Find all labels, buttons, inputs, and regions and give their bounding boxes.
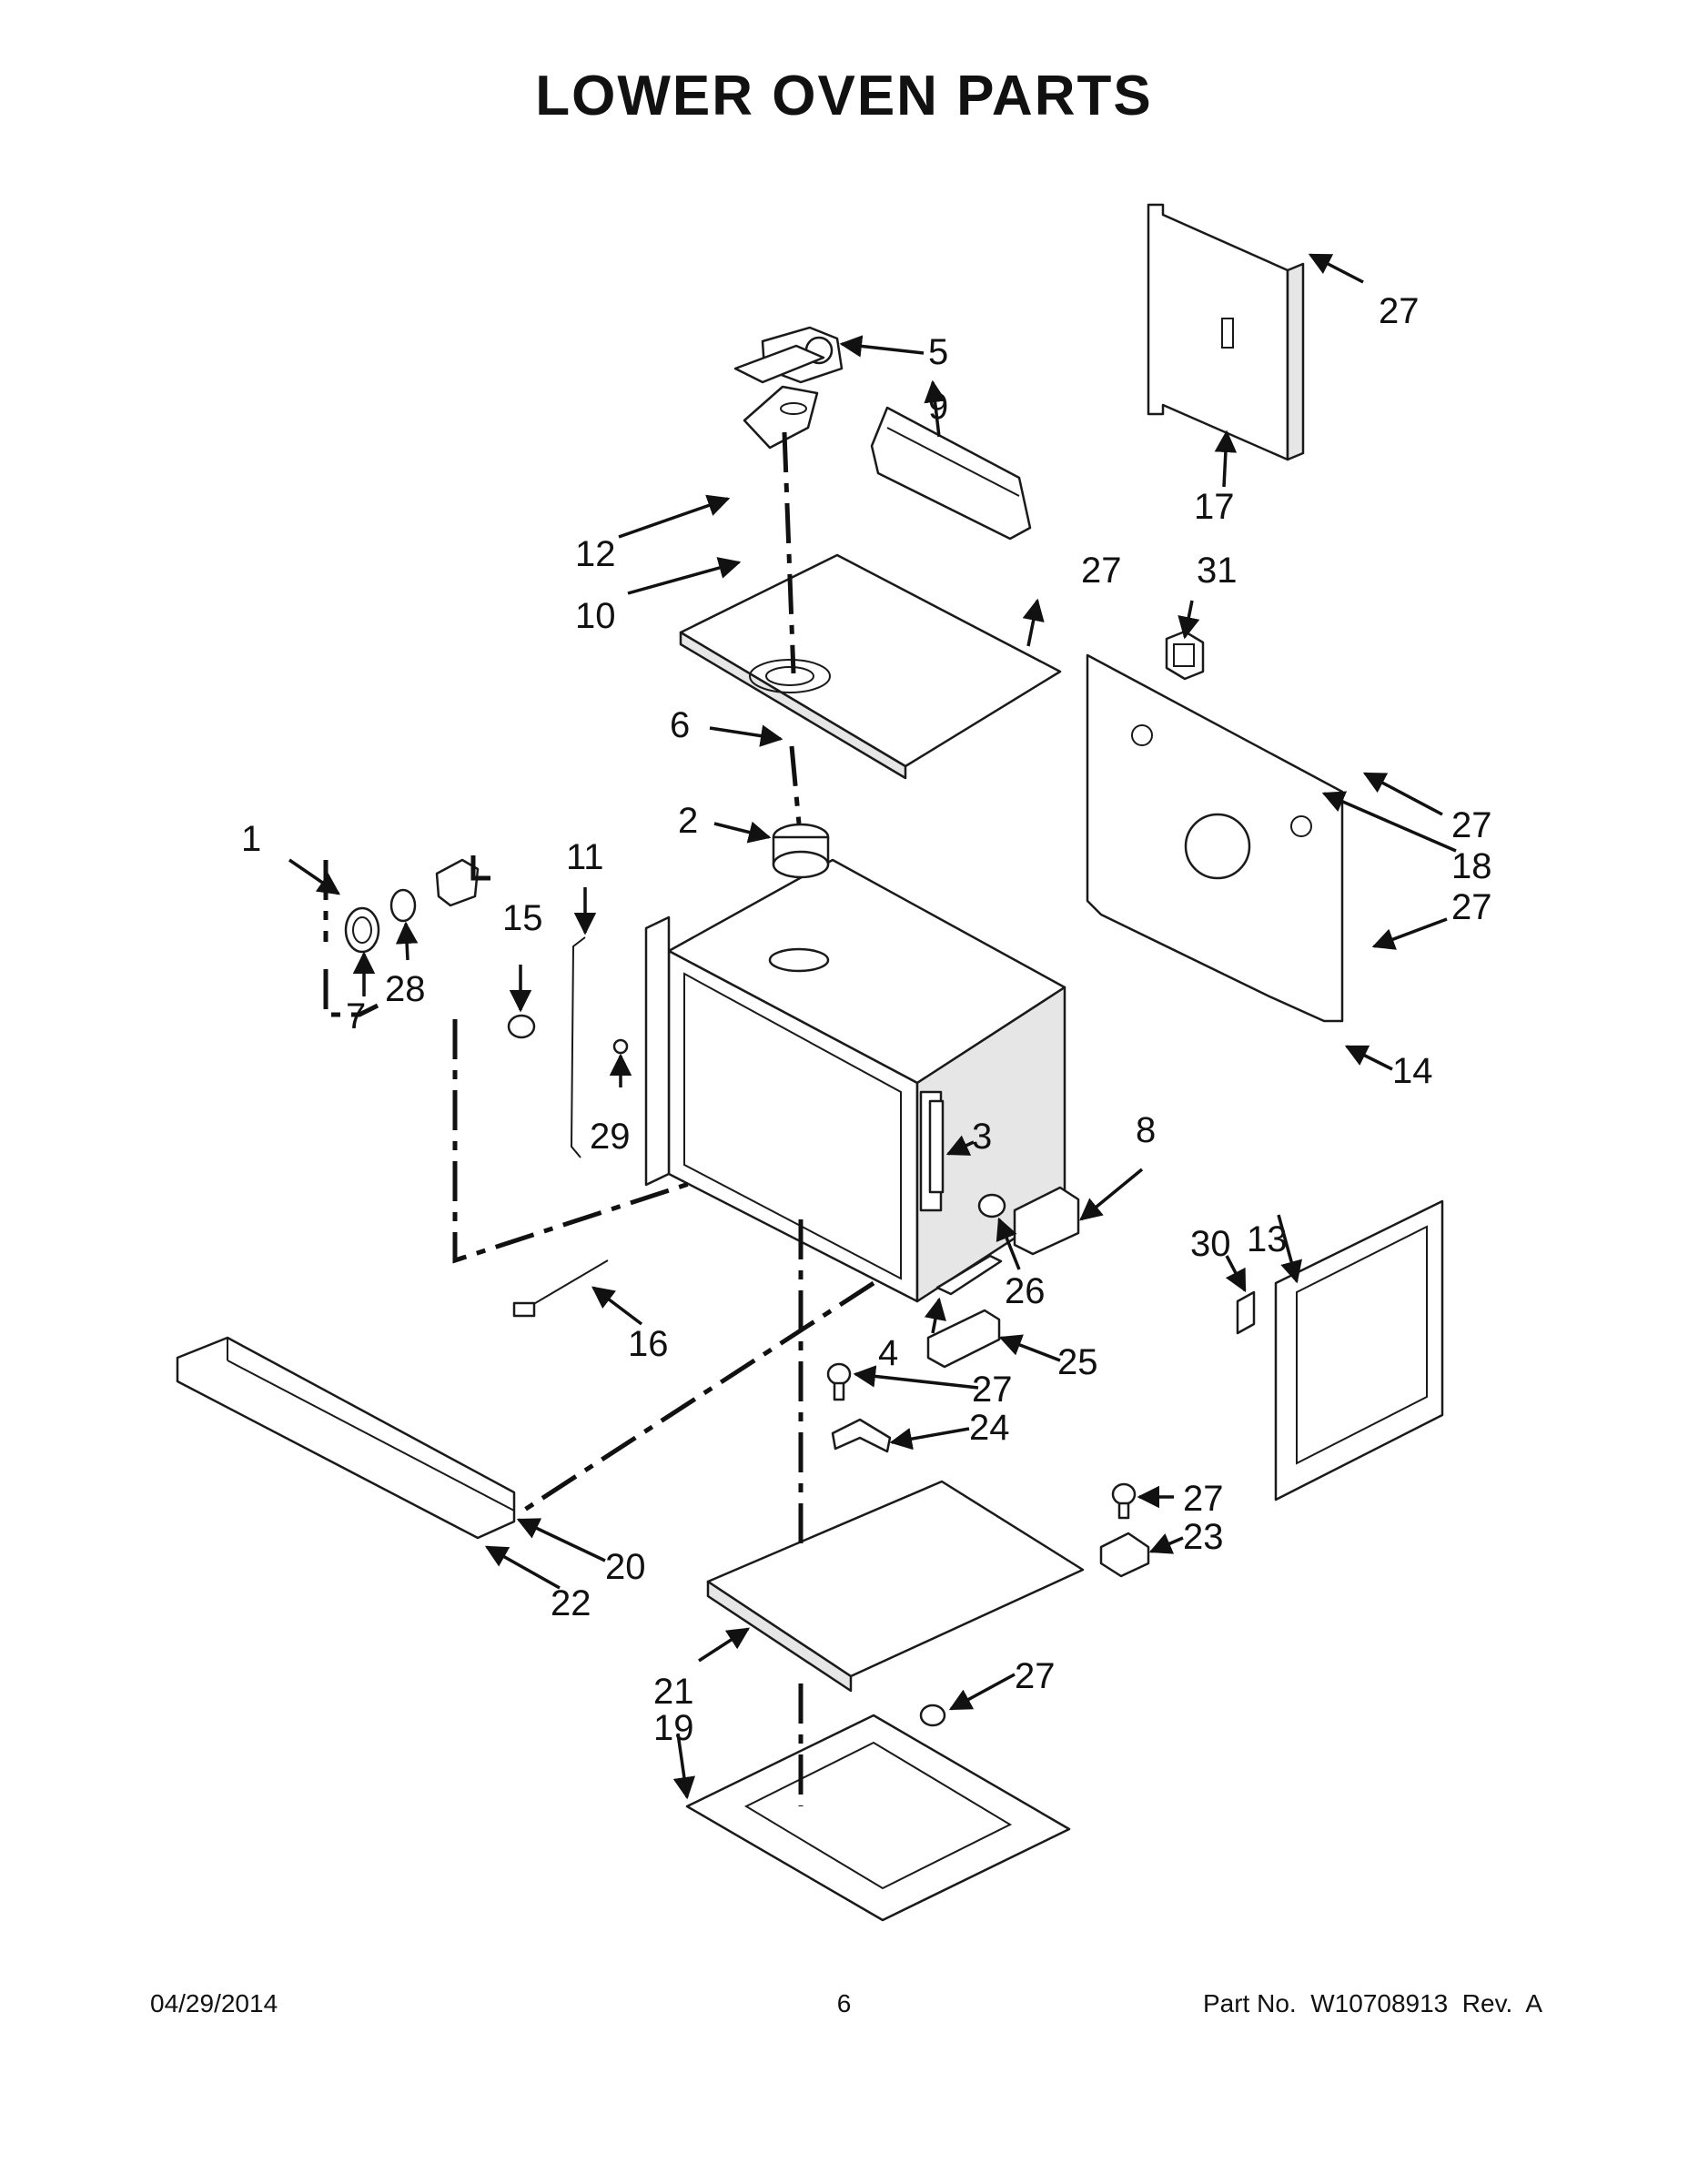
bracket-23 [1099, 1532, 1150, 1578]
callout-9: 9 [928, 387, 948, 427]
sensor-16 [512, 1259, 609, 1318]
callout-30: 30 [1190, 1224, 1231, 1264]
footer-page-number: 6 [836, 1989, 852, 2017]
knob-28 [389, 888, 417, 923]
rear-panel-14 [1086, 653, 1344, 1023]
callout-16: 16 [628, 1324, 669, 1364]
callout-21: 21 [653, 1672, 694, 1712]
callout-3: 3 [972, 1117, 992, 1157]
bracket-10 [743, 385, 819, 450]
screw-27-lower [826, 1362, 852, 1401]
callout-22: 22 [551, 1583, 591, 1623]
callout-24: 24 [969, 1408, 1010, 1448]
callout-5: 5 [928, 332, 948, 372]
callout-27: 27 [1183, 1479, 1224, 1519]
clip-30 [1236, 1290, 1256, 1335]
footer-date: 04/29/2014 [150, 1989, 278, 2017]
knob-7 [344, 906, 380, 954]
callout-27: 27 [1081, 551, 1122, 591]
callout-27: 27 [1015, 1656, 1056, 1696]
bracket-31 [1165, 630, 1205, 681]
callout-17: 17 [1194, 487, 1235, 527]
callout-2: 2 [678, 801, 698, 841]
footer-part-number: Part No. W10708913 Rev. A [1202, 1989, 1542, 2017]
callout-27: 27 [1451, 887, 1492, 927]
callout-6: 6 [670, 705, 690, 745]
fan-shroud-2 [772, 823, 830, 879]
side-panel-13 [1274, 1199, 1444, 1502]
callout-20: 20 [605, 1547, 646, 1587]
leader-arrows [288, 253, 1457, 1800]
bracket-4 [935, 1254, 1003, 1296]
plug-15 [507, 1014, 536, 1039]
duct-9 [870, 406, 1032, 541]
callout-29: 29 [590, 1117, 631, 1157]
floor-19 [685, 1714, 1071, 1922]
callout-11: 11 [566, 837, 604, 877]
callout-31: 31 [1197, 551, 1238, 591]
callout-18: 18 [1451, 846, 1492, 886]
callout-27: 27 [972, 1370, 1013, 1410]
callout-8: 8 [1136, 1110, 1156, 1150]
screw-27-right [1111, 1482, 1137, 1520]
callout-labels: 27 5 9 17 12 10 27 31 6 2 27 18 27 14 1 … [241, 291, 1492, 1748]
callout-4: 4 [878, 1333, 898, 1373]
bracket-24 [831, 1418, 892, 1453]
terminal-block-25 [926, 1309, 1001, 1369]
vent-8 [1013, 1186, 1080, 1256]
callout-13: 13 [1247, 1219, 1288, 1259]
screw-26 [977, 1193, 1006, 1218]
callout-15: 15 [502, 898, 543, 938]
callout-26: 26 [1005, 1271, 1046, 1311]
callout-27: 27 [1379, 291, 1420, 331]
screw-27-bottom [919, 1704, 946, 1727]
oven-cavity [644, 858, 1066, 1303]
callout-28: 28 [385, 969, 426, 1009]
callout-7: 7 [346, 996, 366, 1036]
knob-1 [435, 858, 480, 907]
hinge-receptacle-3 [928, 1099, 945, 1194]
callout-1: 1 [241, 819, 261, 859]
page-title: LOWER OVEN PARTS [535, 65, 1153, 127]
front-trim-20-22 [176, 1336, 516, 1540]
callout-14: 14 [1392, 1051, 1433, 1091]
callout-25: 25 [1057, 1342, 1098, 1382]
callout-23: 23 [1183, 1517, 1224, 1557]
callout-27: 27 [1451, 805, 1492, 845]
callout-12: 12 [575, 534, 616, 574]
callout-19: 19 [653, 1708, 694, 1748]
seal-11 [570, 936, 586, 1158]
bottom-panel-21 [706, 1480, 1085, 1693]
bracket-12 [733, 344, 825, 384]
screw-29 [612, 1038, 629, 1055]
rear-upper-panel [1147, 203, 1305, 461]
callout-10: 10 [575, 596, 616, 636]
top-panel-6 [679, 553, 1062, 780]
